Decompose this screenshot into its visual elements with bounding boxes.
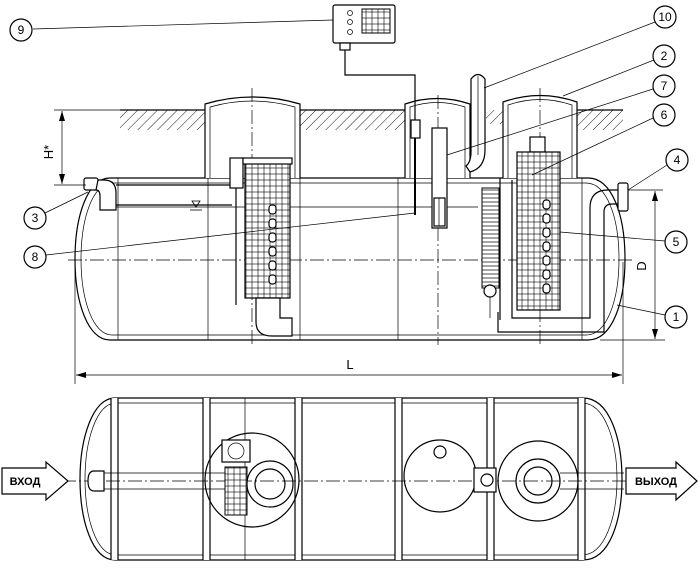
callout-8: 8 <box>23 212 416 269</box>
inlet-pipe-plan <box>87 470 105 492</box>
callout-4: 4 <box>627 148 689 191</box>
callout-10-label: 10 <box>658 10 672 24</box>
dimension-diameter: D <box>600 189 665 341</box>
dimension-height: H* <box>41 109 120 186</box>
riser-right <box>481 88 629 345</box>
dimension-height-label: H* <box>41 145 56 159</box>
outlet-flange <box>617 182 629 212</box>
callout-10: 10 <box>483 5 677 89</box>
partition-plate <box>229 157 244 189</box>
callout-3: 3 <box>23 191 89 230</box>
rib-band <box>577 398 586 560</box>
callouts: 9 10 2 7 6 <box>9 5 689 329</box>
outlet-collector-pipe <box>497 203 620 333</box>
callout-4-label: 4 <box>674 153 681 167</box>
outlet-arrow: ВЫХОД <box>625 460 698 502</box>
rib-band <box>202 398 211 560</box>
tank-shell-plan <box>79 397 623 561</box>
coalescer-module-left-cap <box>242 157 293 165</box>
callout-9-label: 9 <box>18 23 25 37</box>
inlet-pipe-side <box>83 177 232 211</box>
callout-7: 7 <box>446 74 676 156</box>
indicator-light-icon <box>347 19 353 25</box>
callout-5: 5 <box>559 230 688 254</box>
inlet-arrow-shape <box>1 460 69 502</box>
callout-5-label: 5 <box>673 235 680 249</box>
callout-9: 9 <box>9 18 334 42</box>
dimension-length: L <box>74 262 624 384</box>
sorption-module-outer <box>515 458 561 504</box>
callout-8-label: 8 <box>32 250 39 264</box>
manhole-left-outline <box>204 432 300 528</box>
manhole-right-plan <box>473 440 624 522</box>
drain-valve <box>483 284 497 298</box>
valve-box-plan <box>473 467 497 493</box>
outlet-arrow-label: ВЫХОД <box>635 476 677 488</box>
partition-plate-plan <box>221 439 251 463</box>
sorption-module <box>516 151 561 311</box>
callout-3-label: 3 <box>32 211 39 225</box>
manhole-right-outline <box>497 440 579 522</box>
indicator-light-icon <box>347 29 353 35</box>
dimension-diameter-label: D <box>634 261 649 270</box>
vent-pipe-body <box>465 73 486 173</box>
level-sensor-head <box>410 119 421 139</box>
inlet-arrow: ВХОД <box>1 460 69 502</box>
ground-hatch-right <box>577 110 623 130</box>
callout-7-label: 7 <box>661 79 668 93</box>
valve-plan <box>480 473 494 487</box>
ground <box>120 109 623 130</box>
rib-band <box>110 398 119 560</box>
sorption-module-inner <box>523 466 553 496</box>
callout-2-label: 2 <box>661 49 668 63</box>
ground-hatch-gap <box>486 110 503 124</box>
inlet-elbow <box>95 179 117 211</box>
module-slots-right <box>542 199 551 294</box>
riser-left <box>204 88 301 345</box>
riser-middle <box>404 95 471 345</box>
side-elevation-view: H* D L 9 10 <box>9 4 689 384</box>
manhole-left-plan <box>204 432 300 528</box>
plan-view: ВХОД ВЫХОД <box>1 397 698 561</box>
callout-1: 1 <box>616 304 688 329</box>
riser-middle-inner <box>409 102 466 178</box>
control-box <box>332 4 416 120</box>
sensor-port-plan <box>433 445 447 459</box>
indicator-light-icon <box>347 10 353 16</box>
water-level-mark <box>190 200 202 211</box>
callout-6-label: 6 <box>661 108 668 122</box>
sensor-cable <box>344 50 416 120</box>
module-slots-left <box>268 204 277 285</box>
control-box-connector <box>339 42 351 51</box>
vent-pipe <box>465 73 486 173</box>
module-pipe-inner <box>254 468 286 500</box>
callout-2: 2 <box>562 44 676 97</box>
baffle-grid <box>481 187 500 289</box>
module-outlet-elbow <box>255 297 293 337</box>
ground-hatch-middle <box>300 110 405 130</box>
coalescer-module-plan <box>224 466 248 516</box>
tank-shell-inner-side <box>80 182 620 336</box>
module-pipe-outer <box>246 460 294 508</box>
module-lift-handle <box>529 136 546 153</box>
rib-band <box>394 398 403 560</box>
inlet-arrow-label: ВХОД <box>10 476 41 488</box>
sampling-tube-bottom <box>433 197 446 227</box>
callout-6: 6 <box>531 103 676 176</box>
partition-plate-hole <box>227 442 245 460</box>
callout-1-label: 1 <box>673 310 680 324</box>
control-box-panel <box>361 8 391 34</box>
outlet-arrow-shape <box>625 460 698 502</box>
ground-hatch-left <box>120 110 205 130</box>
dimension-length-label: L <box>346 357 353 372</box>
outlet-collector-pipe-inner <box>511 189 620 319</box>
